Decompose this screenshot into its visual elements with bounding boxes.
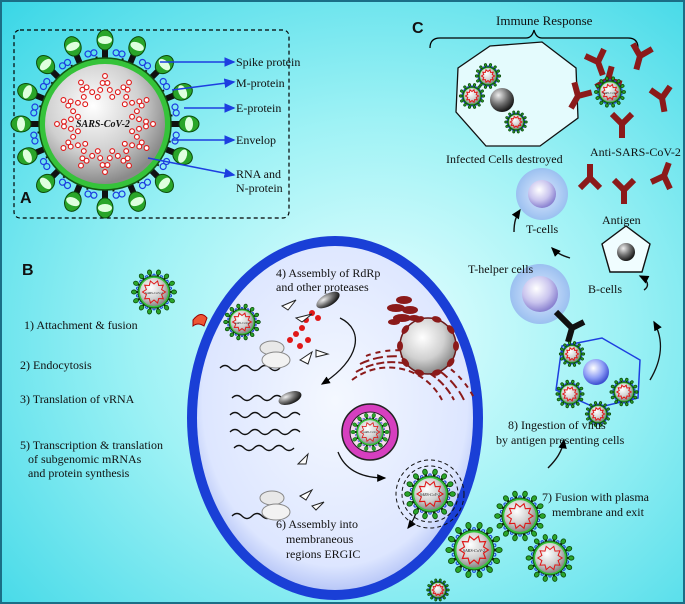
infected-cell-nucleus [490,88,514,112]
immune-title: Immune Response [496,13,593,28]
golgi-vesicles [387,296,420,325]
antibody-y [568,81,593,110]
virus-label: SARS-CoV-2 [234,321,250,325]
sars-cov-2-particle [458,83,486,109]
label-t-helper: T-helper cells [468,262,534,276]
sars-cov-2-particle [609,377,639,407]
sars-cov-2-particle [525,534,575,582]
step-5-line2: of subgenomic mRNAs [28,452,142,466]
step-6-line3: regions ERGIC [286,547,361,561]
label-e-protein: E-protein [236,101,282,115]
step-6-line2: membraneous [286,532,354,546]
label-t-cells: T-cells [526,222,559,236]
step-7-line1: 7) Fusion with plasma [542,490,649,504]
sars-cov-2-particle: SARS-CoV-2 [131,269,177,315]
sars-cov-2-particle [474,63,502,89]
panel-a-box [13,29,290,219]
label-rna: RNA and [236,167,281,181]
small-virus-group: SARS-CoV-2SARS-CoV-2SARS-CoV-2SARS-CoV-2… [131,63,639,602]
assembled-virion: SARS-CoV-2 [350,413,390,451]
antibody-y [630,42,654,71]
label-infected-cells: Infected Cells destroyed [446,152,563,166]
label-b-cells: B-cells [588,282,622,296]
vesicle-virus: SARS-CoV-2 [350,413,390,451]
apc-nucleus [583,359,609,385]
panel-label-b: B [22,262,34,279]
sars-cov-2-particle: SARS-CoV-2 [223,303,261,341]
virus-label: SARS-CoV-2 [362,430,378,434]
immune-arrows [511,208,662,469]
virion-callout-arrows [147,57,236,178]
step-6-line1: 6) Assembly into [276,517,359,531]
panel-label-c: C [412,20,424,37]
antigen-particle [617,243,635,261]
antibody-y [609,111,635,138]
t-helper-receptor [553,309,586,343]
antibody-y [649,161,673,191]
ace2-receptor [192,314,208,328]
label-antigen: Antigen [602,213,641,227]
label-n-protein: N-protein [236,181,283,195]
label-spike-protein: Spike protein [236,55,301,69]
virion-center-label: SARS-CoV-2 [76,119,130,130]
step-8-line1: 8) Ingestion of virus [508,418,606,432]
sars-cov-2-particle [555,379,585,409]
t-helper-cell [522,276,558,312]
apc-outline [555,337,641,409]
step-5-line1: 5) Transcription & translation [20,438,163,452]
sars-cov-2-particle: SARS-CoV-2 [445,522,503,578]
sars-cov-2-particle [584,401,612,427]
antibody-y [648,84,673,113]
step-7-line2: membrane and exit [552,505,644,519]
virus-label: SARS-CoV-2 [420,492,440,497]
exocytosis-vesicle-outer [395,459,465,529]
step-5-line3: and protein synthesis [28,466,130,480]
step-4-line1: 4) Assembly of RdRp [276,266,381,280]
antibody-y [611,177,637,204]
exocytosis-vesicle-inner [401,465,459,523]
antibody-y [583,47,607,77]
antibodies [568,42,673,204]
step-4-line2: and other proteases [276,280,369,294]
rdrp-proteins [278,291,340,405]
step-8-line2: by antigen presenting cells [496,433,625,447]
step-3: 3) Translation of vRNA [20,392,135,406]
step-1: 1) Attachment & fusion [24,318,138,332]
step-2: 2) Endocytosis [20,358,92,372]
virus-label: SARS-CoV-2 [145,291,163,295]
sars-cov-2-particle [558,341,586,367]
t-cell [528,180,556,208]
sars-cov-2-particle [426,578,450,602]
protein-fragments [280,299,330,511]
immune-brace [429,29,639,49]
virus-label: SARS-CoV-2 [463,548,486,553]
sars-cov-2-particle [504,110,528,134]
sars-cov-2-particle [494,490,546,542]
label-m-protein: M-protein [236,76,285,90]
antibody-y [577,164,603,191]
label-anti-sars: Anti-SARS-CoV-2 [590,145,681,159]
ribosomes [259,340,291,521]
polypeptide-chain [287,310,321,349]
mrna-strands [219,364,301,520]
virus-label: SARS-CoV-2 [602,91,618,95]
panel-label-a: A [20,190,32,207]
sars-cov-2-particle: SARS-CoV-2 [594,76,626,108]
sars-cov-2-particle: SARS-CoV-2 [404,468,456,520]
label-envelop: Envelop [236,133,276,147]
